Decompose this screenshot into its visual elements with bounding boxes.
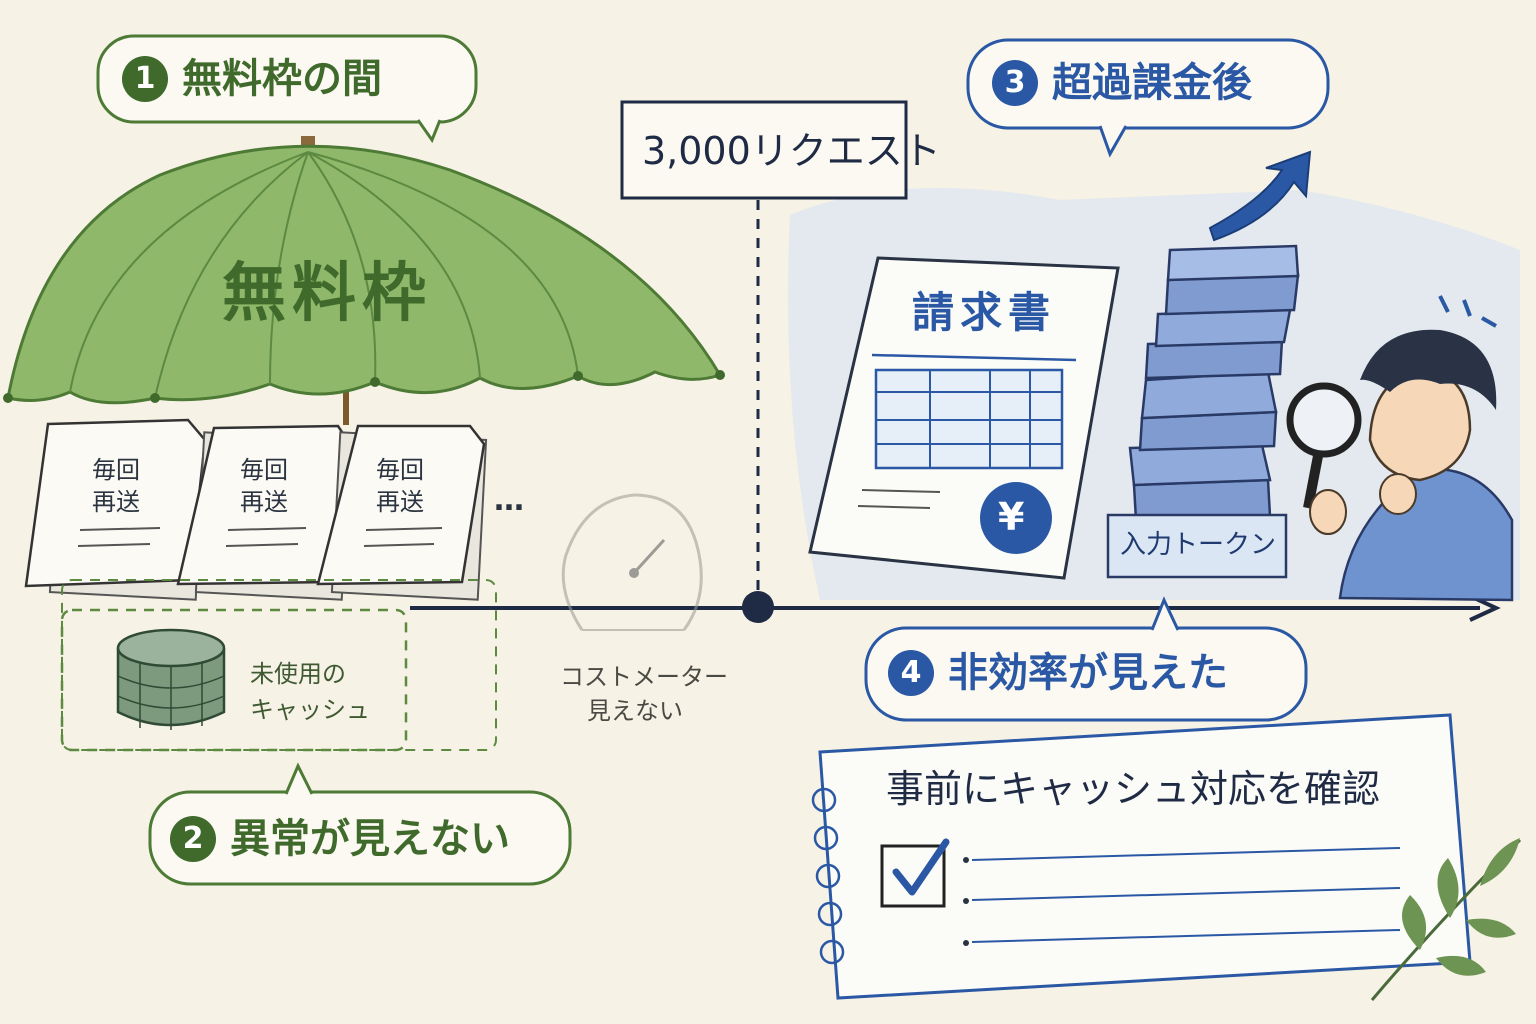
- meter-label: コストメーター 見えない: [560, 660, 728, 728]
- ellipsis: …: [494, 483, 524, 518]
- cache-label-line1: 未使用の: [250, 660, 346, 688]
- cache-label: 未使用の キャッシュ: [250, 656, 370, 728]
- timeline: [410, 200, 1501, 623]
- document-1-label: 毎回 再送: [92, 454, 140, 518]
- document-icon-2: [176, 424, 352, 601]
- document-3-line2: 再送: [376, 488, 424, 516]
- callout-4: 4 非効率が見えた: [888, 650, 1228, 696]
- document-icon-3: [316, 424, 488, 601]
- callout-4-number: 4: [888, 650, 934, 696]
- gauge-icon: [561, 493, 703, 631]
- threshold-box: [620, 100, 908, 200]
- document-2-line2: 再送: [240, 488, 288, 516]
- callout-2-bubble: [148, 762, 572, 886]
- checklist-title: 事前にキャッシュ対応を確認: [886, 767, 1381, 811]
- checkbox-icon: [880, 838, 950, 908]
- invoice-icon: [808, 256, 1120, 580]
- threshold-marker: [742, 591, 774, 623]
- callout-3: 3 超過課金後: [992, 60, 1252, 106]
- document-icon-1: [24, 418, 207, 601]
- document-2-line1: 毎回: [240, 456, 288, 484]
- cache-box-outer: [61, 579, 497, 751]
- callout-4-bubble: [864, 596, 1308, 722]
- callout-3-bubble: [966, 38, 1330, 158]
- document-2-label: 毎回 再送: [240, 454, 288, 518]
- callout-3-number: 3: [992, 60, 1038, 106]
- callout-2-label: 異常が見えない: [230, 816, 510, 862]
- callout-3-label: 超過課金後: [1052, 60, 1252, 106]
- document-1-line1: 毎回: [92, 456, 140, 484]
- document-3-label: 毎回 再送: [376, 454, 424, 518]
- token-stack-label: 入力トークン: [1120, 530, 1277, 560]
- umbrella-label: 無料枠: [222, 257, 432, 331]
- callout-1-bubble: [96, 34, 478, 144]
- invoice-title: 請求書: [912, 288, 1057, 337]
- document-3-line1: 毎回: [376, 456, 424, 484]
- token-stack-icon: [1106, 244, 1300, 579]
- yen-icon: ¥: [998, 495, 1025, 539]
- leaf-icon: [1370, 838, 1522, 1001]
- document-1-line2: 再送: [92, 488, 140, 516]
- trend-arrow-icon: [1208, 150, 1312, 242]
- database-icon: [116, 628, 226, 730]
- cache-label-line2: キャッシュ: [250, 696, 370, 724]
- threshold-label: 3,000リクエスト: [642, 129, 941, 173]
- callout-1-number: 1: [122, 56, 168, 102]
- meter-label-line1: コストメーター: [560, 663, 728, 691]
- meter-label-line2: 見えない: [587, 697, 683, 725]
- callout-1-label: 無料枠の間: [182, 56, 382, 102]
- callout-4-label: 非効率が見えた: [948, 650, 1228, 696]
- callout-1: 1 無料枠の間: [122, 56, 382, 102]
- callout-2: 2 異常が見えない: [170, 816, 510, 862]
- person-magnifier-icon: [1286, 295, 1514, 602]
- callout-2-number: 2: [170, 816, 216, 862]
- umbrella-icon: [3, 136, 725, 425]
